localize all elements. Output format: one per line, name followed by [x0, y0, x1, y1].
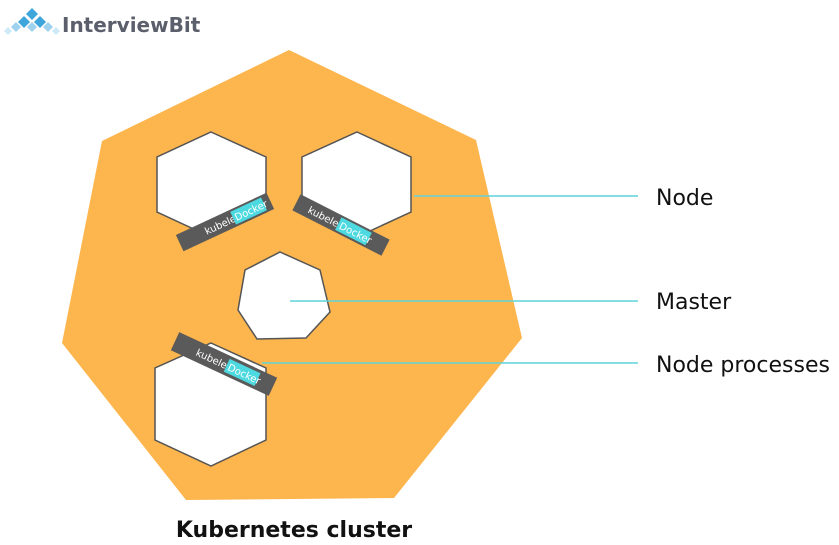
docker-highlight	[230, 197, 267, 225]
node-hexagon-3: kubelet Docker	[154, 332, 278, 467]
brand-logo[interactable]: InterviewBit	[4, 8, 201, 37]
docker-highlight	[335, 217, 372, 246]
node-hexagon-2: kubelet Docker	[292, 131, 412, 256]
diamond-lattice-logo-icon	[4, 8, 60, 35]
cluster-caption: Kubernetes cluster	[176, 518, 412, 543]
brand-name: InterviewBit	[62, 13, 201, 37]
node-callout: Node	[656, 186, 713, 211]
master-callout: Master	[656, 290, 732, 315]
master-heptagon	[237, 251, 331, 340]
node-hexagon-1: kubelet Docker	[156, 131, 275, 252]
docker-highlight	[223, 358, 261, 386]
node-processes-callout: Node processes	[656, 353, 830, 378]
